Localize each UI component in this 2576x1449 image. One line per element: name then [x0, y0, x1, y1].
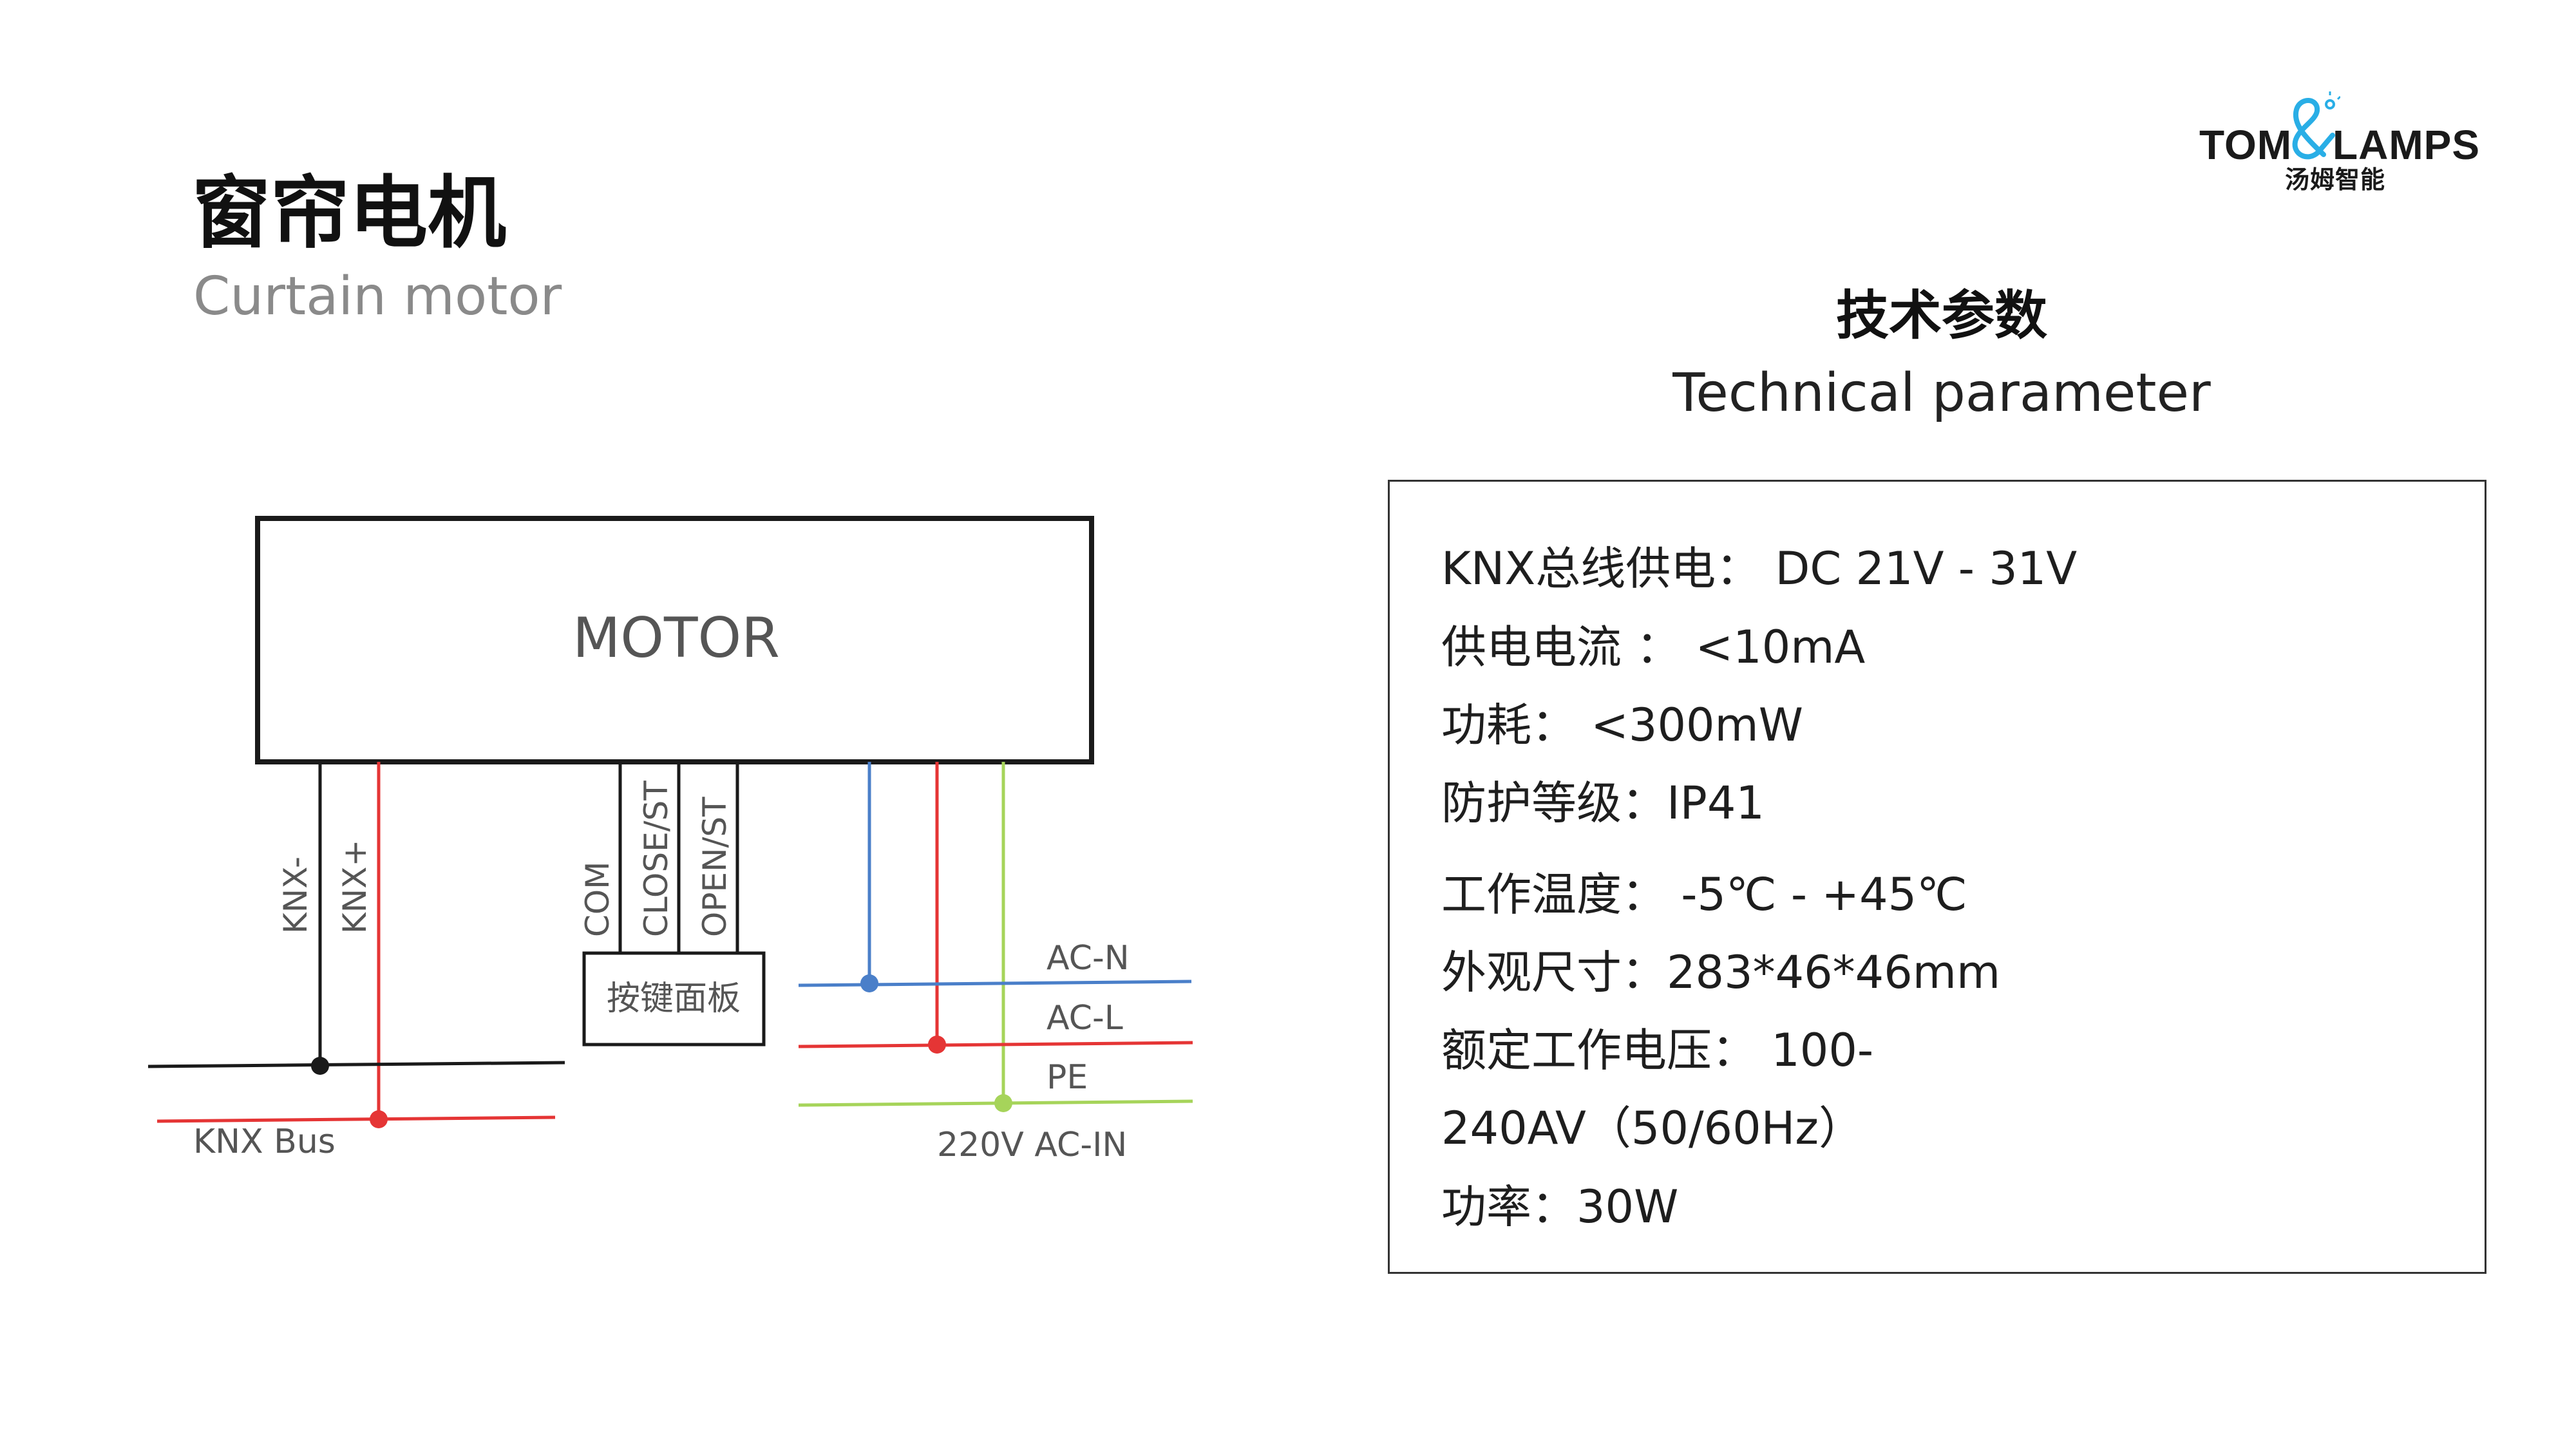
page-title-cn: 窗帘电机 [192, 167, 506, 259]
page-title-en: Curtain motor [193, 266, 562, 327]
pe-label: PE [1046, 1058, 1088, 1097]
motor-label: MOTOR [573, 606, 780, 670]
ac-l-line [798, 1041, 1193, 1048]
section-title-en: Technical parameter [1672, 363, 2211, 424]
spec-line-current: 供电电流 ： <10mA [1441, 621, 1866, 674]
knx-bus-label: KNX Bus [193, 1122, 336, 1161]
ac-l-junction [928, 1036, 946, 1054]
knx-plus-junction [370, 1110, 388, 1128]
spec-line-power-supply: KNX总线供电： DC 21V - 31V [1441, 542, 2078, 595]
motor-box [255, 516, 1094, 764]
ac-in-label: 220V AC-IN [937, 1126, 1127, 1164]
open-label: OPEN/ST [696, 797, 734, 937]
com-label: COM [579, 862, 616, 937]
spec-line-dimensions: 外观尺寸：283*46*46mm [1441, 946, 2001, 999]
button-panel-box [582, 951, 766, 1046]
spec-line-voltage-range: 240AV（50/60Hz） [1441, 1102, 1864, 1155]
logo-word-right: LAMPS [2333, 122, 2480, 168]
logo-subtitle: 汤姆智能 [2285, 166, 2386, 194]
logo-word-left: TOM [2199, 122, 2293, 168]
spec-line-consumption: 功耗： <300mW [1441, 699, 1803, 752]
section-title-cn: 技术参数 [1835, 285, 2047, 346]
spec-line-rated-power: 功率：30W [1441, 1180, 1679, 1233]
spec-line-rated-voltage: 额定工作电压： 100- [1441, 1024, 1874, 1077]
button-panel-label: 按键面板 [607, 980, 741, 1018]
brand-logo: TOM LAMPS 汤姆智能 [2199, 90, 2479, 194]
spec-box: KNX总线供电： DC 21V - 31V 供电电流 ： <10mA 功耗： <… [1388, 480, 2486, 1274]
ac-l-label: AC-L [1046, 999, 1123, 1037]
ampersand-lamp-icon [2292, 91, 2340, 160]
knx-bus-red-line [156, 1115, 556, 1123]
spec-line-temperature: 工作温度： -5℃ - +45℃ [1441, 868, 1967, 921]
ac-n-label: AC-N [1046, 939, 1130, 978]
knx-bus-black-line [147, 1061, 565, 1068]
close-label: CLOSE/ST [638, 781, 675, 937]
spec-line-protection: 防护等级：IP41 [1441, 777, 1765, 829]
knx-plus-label: KNX+ [336, 840, 374, 934]
pe-junction [994, 1094, 1012, 1112]
knx-minus-label: KNX- [277, 857, 314, 934]
ac-n-junction [860, 974, 878, 992]
knx-minus-junction [311, 1057, 329, 1075]
ac-n-line [798, 980, 1192, 987]
